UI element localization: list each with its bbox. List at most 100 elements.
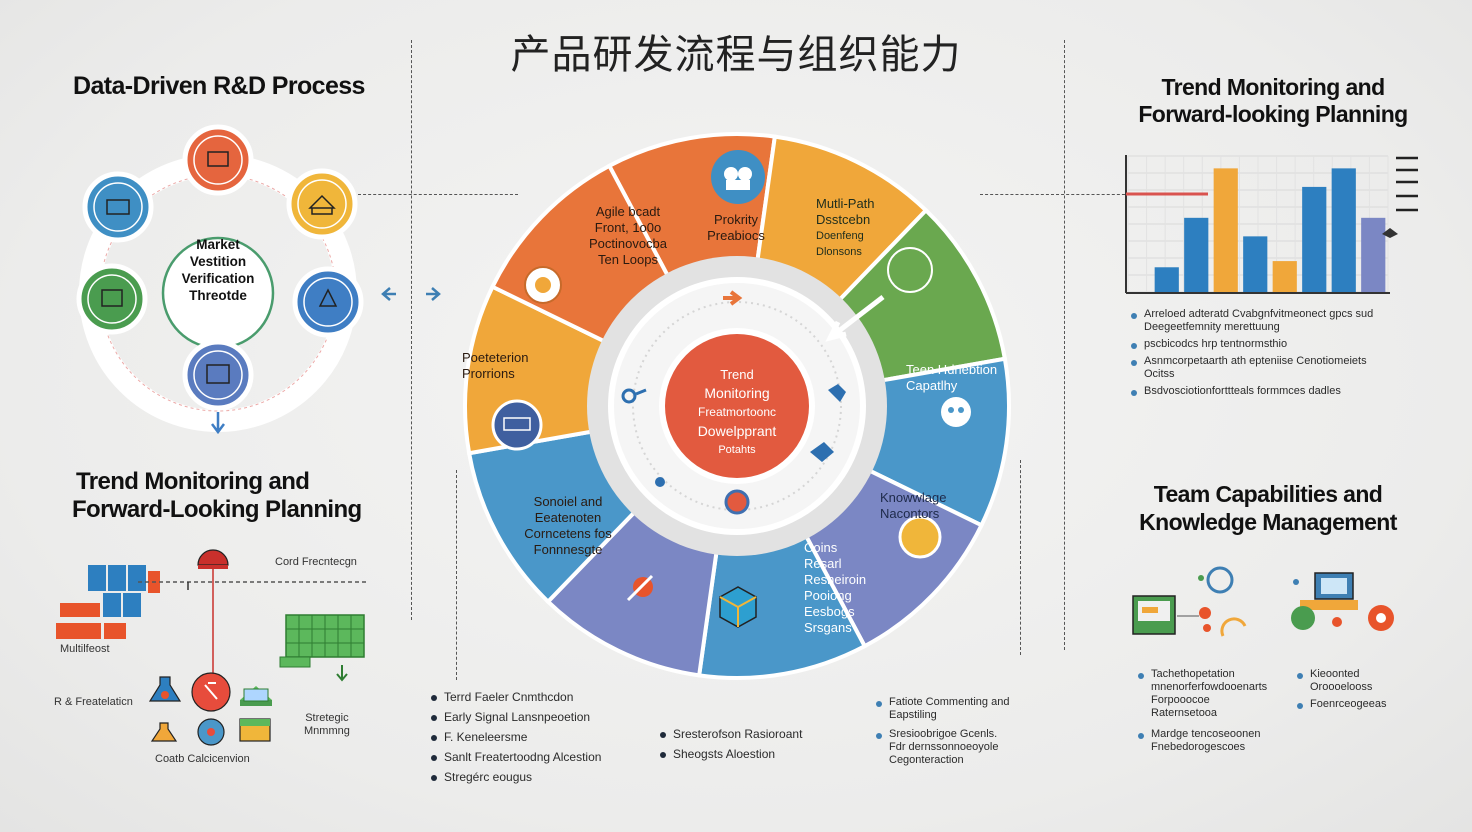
- wheel-label-line: Resarl: [804, 556, 842, 571]
- factory-icon: [240, 686, 272, 706]
- chart-bar: [1361, 217, 1386, 292]
- cycle-node-top: [182, 124, 254, 196]
- bullet-line: mnenorferfowdooenarts: [1151, 681, 1268, 693]
- center-line: Vestition: [189, 254, 247, 269]
- cycle-center-text: Market Vestition Verification Threotde: [163, 236, 273, 304]
- bullet-item: Asnmcorpetaarth ath epteniise Cenotiomei…: [1130, 355, 1420, 381]
- section-title-rd-process: Data-Driven R&D Process: [73, 72, 365, 100]
- label-multi: Multilfeost: [60, 643, 110, 655]
- cycle-node-right: [292, 266, 364, 338]
- wheel-label-line: Dlonsons: [816, 246, 862, 258]
- wheel-label-line: Mutli-Path: [816, 196, 875, 211]
- core-line: Dowelpprant: [697, 423, 777, 439]
- wheel-label-line: Pooiong: [804, 588, 852, 603]
- core-line: Trend: [720, 367, 754, 382]
- wheel-label-line: Nacontors: [880, 506, 940, 521]
- bullet-item: Sanlt Freatertoodng Alcestion: [430, 750, 650, 765]
- cycle-node-left: [76, 263, 148, 335]
- chart-bar: [1243, 236, 1268, 292]
- wheel-label-line: Ten Loops: [598, 252, 658, 267]
- wheel-core: [665, 334, 809, 478]
- trend-bar-chart: [1125, 155, 1418, 294]
- section-title-trend-left: Trend Monitoring and Forward-Looking Pla…: [72, 468, 362, 524]
- section-title-trend-right: Trend Monitoring and Forward-looking Pla…: [1128, 74, 1418, 128]
- bullet-line: Oroooelooss: [1310, 681, 1373, 693]
- chart-bar: [1154, 267, 1179, 292]
- connector-left: [358, 194, 518, 195]
- bullet-line: Kieoonted: [1310, 668, 1360, 680]
- page-title: 产品研发流程与组织能力: [510, 32, 962, 78]
- box-icon: [239, 718, 271, 742]
- label-coatb: Coatb Calcicenvion: [155, 753, 250, 765]
- cycle-node-upper-left: [82, 171, 154, 243]
- divider-left-lower: [456, 470, 457, 680]
- wheel-label-line: Resheiroin: [804, 572, 867, 587]
- wheel-segment-icons: [491, 150, 971, 628]
- wheel-label-line: Front, 1o0o: [594, 220, 662, 235]
- title-line: Forward-Looking Planning: [72, 496, 362, 523]
- bullet-item: Stregérc eougus: [430, 770, 650, 785]
- node-icon: [621, 388, 637, 404]
- wheel-inner-icons: [621, 290, 846, 515]
- bullet-line: Fatiote Commenting and: [889, 696, 1010, 708]
- bullet-item: Terrd Faeler Cnmthcdon: [430, 690, 650, 705]
- wheel-label-line: Eeatenoten: [534, 510, 602, 525]
- wheel-label-line: Preabiocs: [707, 228, 765, 243]
- bullet-item: Arreloed adteratd Cvabgnfvitmeonect gpcs…: [1130, 308, 1420, 334]
- bullet-list-col1: Terrd Faeler Cnmthcdon Early Signal Lans…: [430, 690, 650, 790]
- arrow-diagonal-icon: [825, 295, 885, 342]
- core-line: Freatmortoonc: [697, 405, 777, 419]
- bullet-item: Bsdvosciotionforttteals formmces dadles: [1130, 385, 1420, 398]
- bullet-line: Arreloed adteratd Cvabgnfvitmeonect gpcs…: [1144, 308, 1374, 320]
- bullet-line: Fnebedorogescoes: [1151, 741, 1246, 753]
- chart-bar: [1184, 217, 1209, 292]
- computer-user-icon: [1291, 572, 1394, 631]
- cycle-node-upper-right: [286, 168, 358, 240]
- grid-calendar-icon: [279, 614, 365, 682]
- bullet-line: Deegeetfemnity merettuung: [1144, 321, 1280, 333]
- label-strategic: Stretegic Mnmmng: [304, 712, 350, 738]
- wheel-label-line: Teen Hdnebtion: [906, 362, 998, 377]
- chart-bar: [1213, 168, 1238, 292]
- title-line: Knowledge Management: [1139, 509, 1397, 535]
- flask-icon: [148, 676, 182, 702]
- bullet-line: Tachethopetation: [1151, 668, 1235, 680]
- bullet-line: Ocitss: [1144, 368, 1175, 380]
- cycle-node-bottom: [182, 339, 254, 411]
- section-title-team: Team Capabilities and Knowledge Manageme…: [1118, 480, 1418, 536]
- trend-planning-illustration: [56, 549, 368, 746]
- connector-right: [980, 194, 1130, 195]
- bidirectional-arrows: [381, 287, 441, 301]
- block-stack-icon: [56, 565, 160, 639]
- wheel-label-line: Agile bcadt: [595, 204, 661, 219]
- title-line: Trend Monitoring and: [1161, 74, 1385, 100]
- bullet-item: Early Signal Lansnpeoetion: [430, 710, 650, 725]
- map-icon: [887, 247, 933, 293]
- chart-bar: [1302, 186, 1327, 292]
- bullet-item: Foenrceogeeas: [1296, 698, 1426, 711]
- title-line: Team Capabilities and: [1153, 481, 1383, 507]
- arrow-right-icon: [426, 287, 441, 301]
- wheel-label-line: Fonnnesgte: [533, 542, 603, 557]
- down-arrow-icon: [211, 412, 225, 435]
- chart-bar: [1331, 168, 1356, 292]
- center-line: Verification: [181, 271, 255, 286]
- legend-lines-icon: [1396, 156, 1418, 212]
- wheel-label-line: Sonoiel and: [533, 494, 603, 509]
- gauge-icon: [197, 718, 225, 746]
- bullet-line: pscbicodcs hrp tentnormsthio: [1144, 338, 1288, 350]
- wheel-label-line: Doenfeng: [816, 230, 864, 242]
- dome-icon: [197, 549, 229, 569]
- bullet-item: F. Keneleersme: [430, 730, 650, 745]
- title-line: Forward-looking Planning: [1138, 101, 1408, 127]
